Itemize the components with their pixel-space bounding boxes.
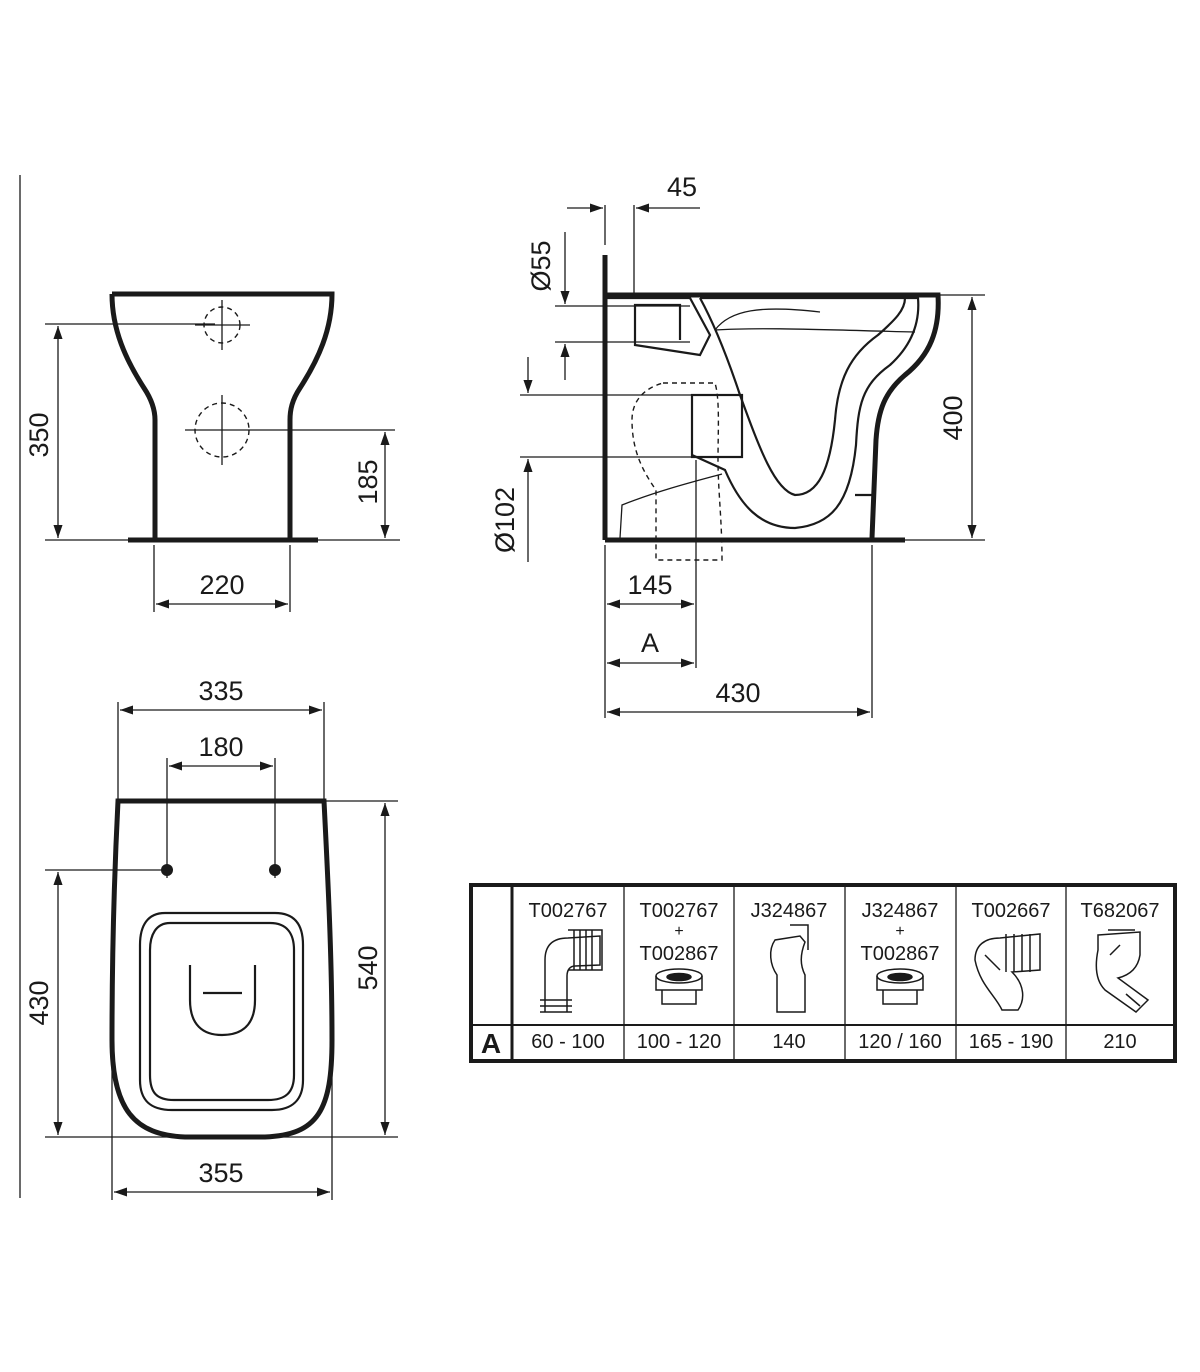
side-outlet-dashed	[631, 382, 723, 561]
fitting-icon-3	[769, 924, 809, 1013]
dim-430-top-text: 430	[24, 980, 54, 1025]
top-seat-inner	[148, 921, 296, 1102]
col3-code: J324867	[751, 900, 828, 922]
fitting-icon-6	[1095, 929, 1150, 1013]
col5-code: T002667	[972, 900, 1051, 922]
dim-400-text: 400	[938, 395, 968, 440]
dim-355-text: 355	[198, 1158, 243, 1188]
col4-plus: +	[895, 923, 904, 940]
col2-code-2: T002867	[640, 943, 719, 965]
dim-45-text: 45	[667, 172, 697, 202]
col2-range: 100 - 120	[637, 1031, 722, 1053]
dim-430-side-text: 430	[715, 678, 760, 708]
dim-145-text: 145	[627, 570, 672, 600]
fitting-icon-2	[655, 968, 703, 1005]
front-dimensions: 350 185 220	[24, 323, 400, 612]
side-outlet	[690, 393, 744, 459]
top-seat-outer	[138, 911, 305, 1112]
col2-plus: +	[674, 923, 683, 940]
top-bowl-opening	[188, 965, 257, 1037]
dim-185-text: 185	[353, 459, 383, 504]
col1-range: 60 - 100	[531, 1031, 604, 1053]
table-row-label: A	[481, 1028, 501, 1059]
side-inlet-fitting	[605, 296, 712, 357]
side-dimensions: 45 Ø55 Ø102 400 145 A 430	[490, 172, 985, 718]
side-trap-curve	[699, 297, 907, 497]
connector-table: A T002767 60 - 100 T002767 + T002867 100…	[469, 883, 1177, 1063]
side-bowl-outer	[605, 292, 941, 539]
fitting-icon-5	[974, 933, 1041, 1011]
col6-range: 210	[1103, 1031, 1136, 1053]
dim-335-text: 335	[198, 676, 243, 706]
dim-d102-text: Ø102	[490, 487, 520, 553]
dim-d55-text: Ø55	[526, 240, 556, 291]
front-view-outline	[109, 291, 335, 538]
dim-350-text: 350	[24, 412, 54, 457]
side-view	[602, 255, 941, 561]
dim-a-text: A	[641, 628, 659, 658]
top-dimensions: 335 180 540 430 355	[24, 676, 398, 1200]
front-view	[109, 291, 395, 543]
col2-code-1: T002767	[640, 900, 719, 922]
fitting-icon-1	[540, 929, 603, 1013]
col3-range: 140	[772, 1031, 805, 1053]
col1-code: T002767	[529, 900, 608, 922]
col4-range: 120 / 160	[858, 1031, 941, 1053]
fitting-icon-4	[876, 968, 924, 1005]
top-view	[109, 798, 335, 1140]
side-bowl-inner	[691, 296, 920, 530]
dim-540-text: 540	[353, 945, 383, 990]
col4-code-2: T002867	[861, 943, 940, 965]
col6-code: T682067	[1081, 900, 1160, 922]
col5-range: 165 - 190	[969, 1031, 1054, 1053]
top-view-outline	[109, 798, 335, 1140]
col4-code-1: J324867	[862, 900, 939, 922]
dim-220-text: 220	[199, 570, 244, 600]
dim-180-text: 180	[198, 732, 243, 762]
